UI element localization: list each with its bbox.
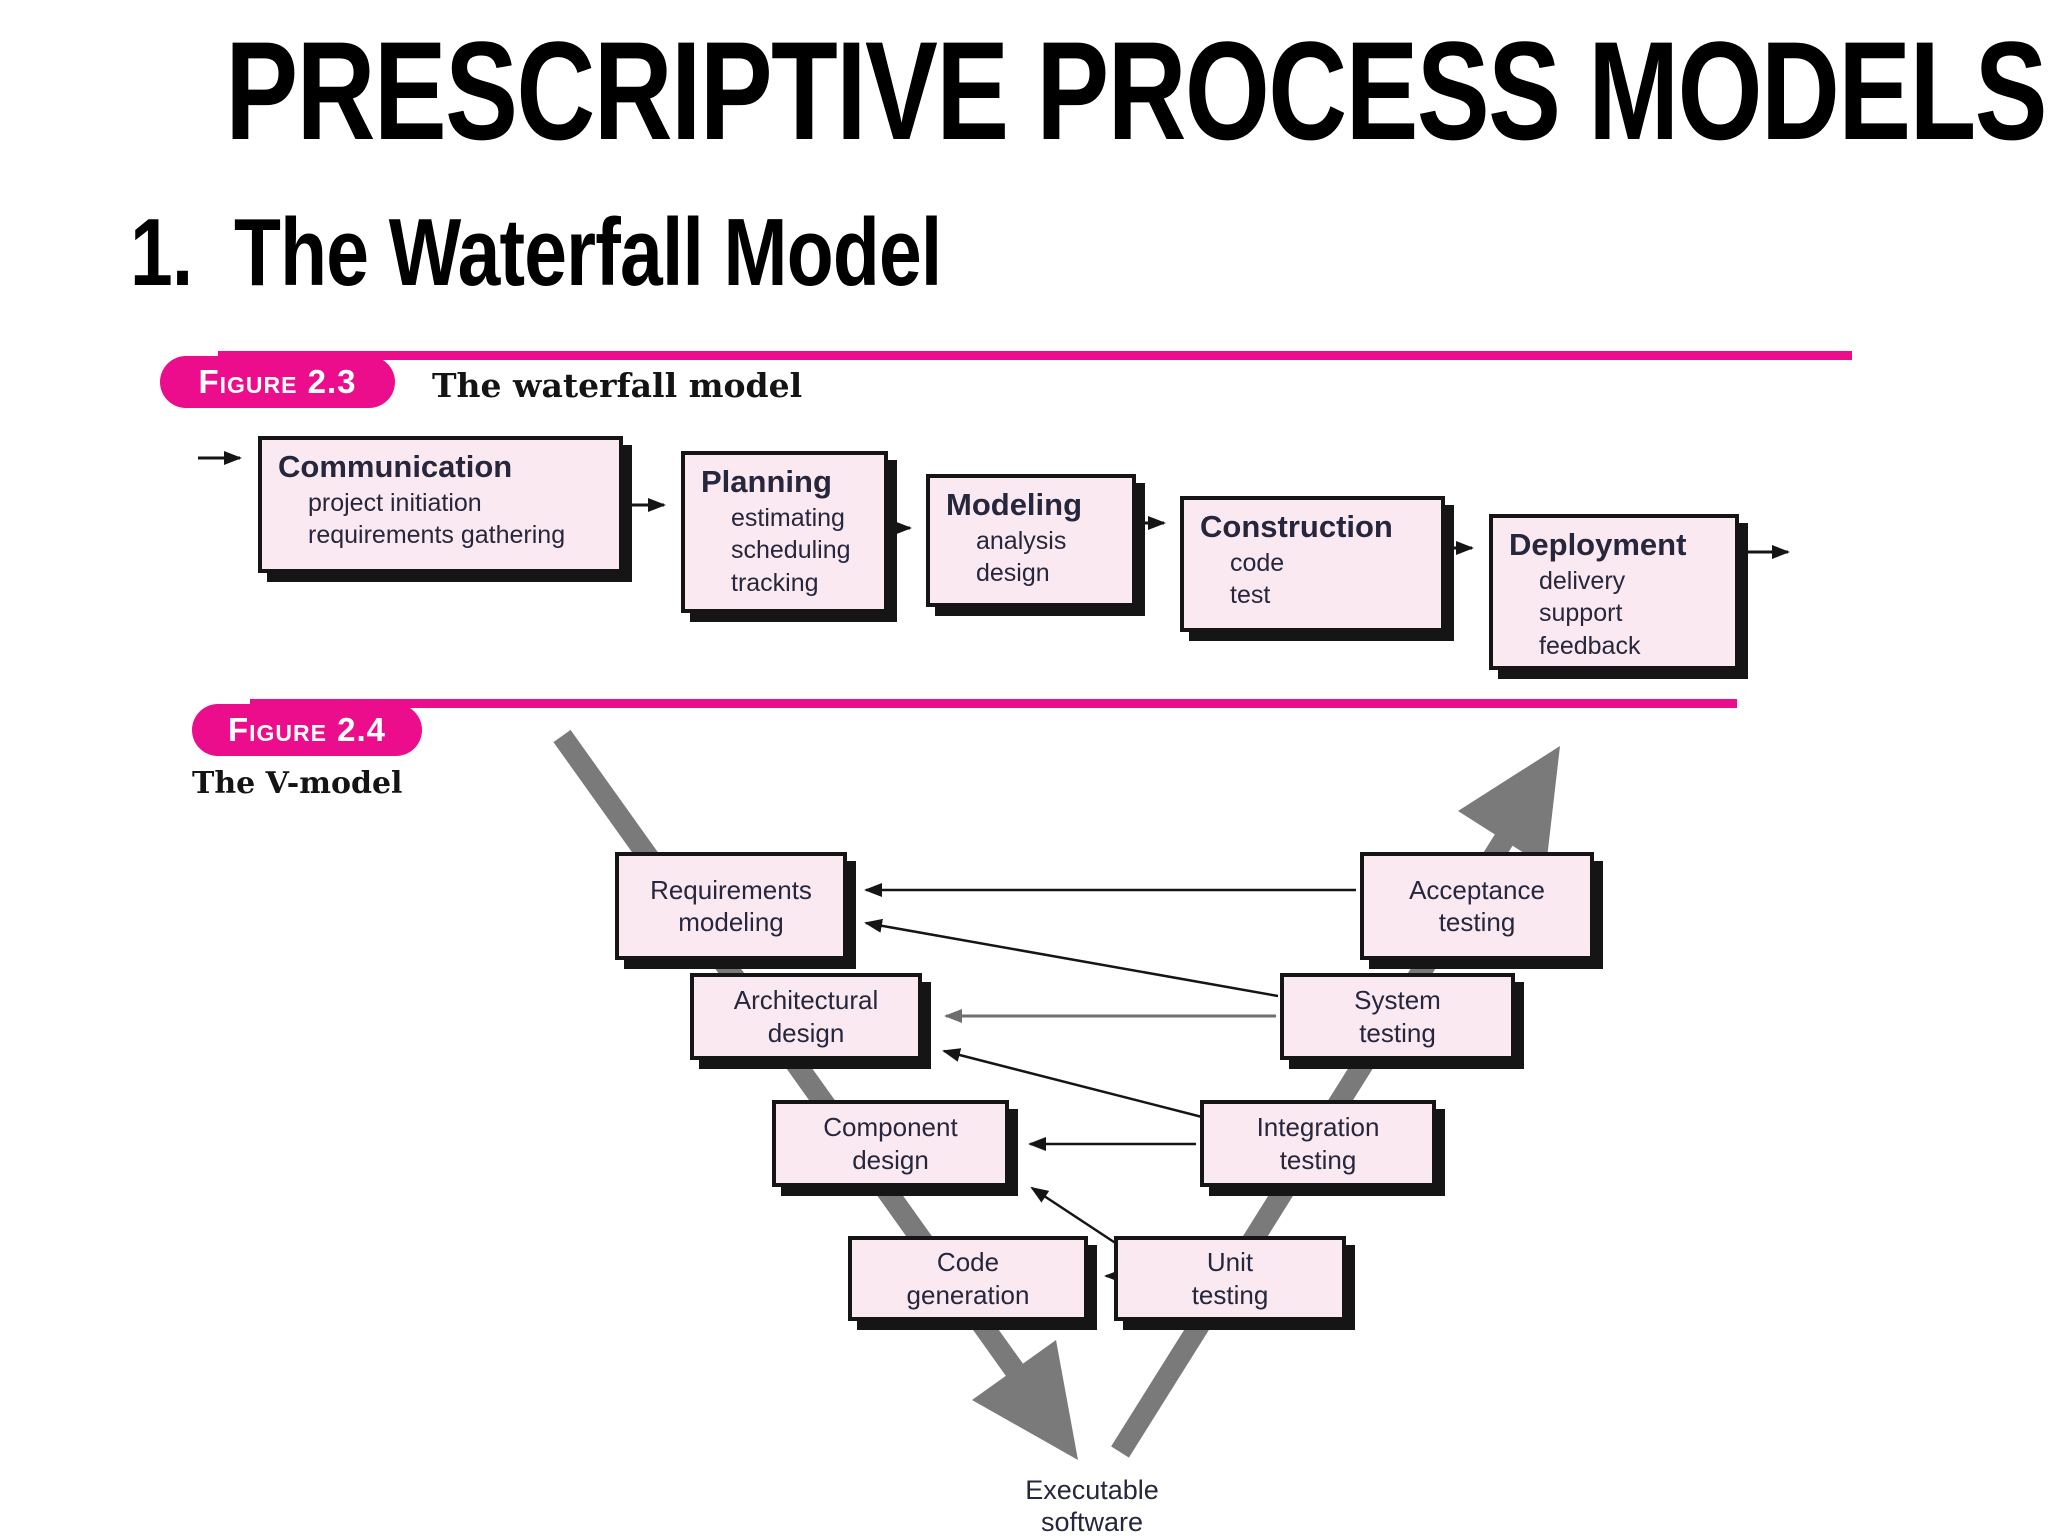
stage-item: feedback bbox=[1539, 631, 1641, 660]
vmodel-box-acceptance-testing: Acceptance testing bbox=[1360, 852, 1594, 960]
stage-item: delivery bbox=[1539, 566, 1626, 595]
executable-software-label: Executable software bbox=[952, 1474, 1232, 1536]
heading-number: 1. bbox=[130, 199, 193, 306]
vbox-line: System bbox=[1354, 985, 1441, 1015]
vbox-line: Architectural bbox=[733, 985, 879, 1015]
vbox-line: generation bbox=[906, 1279, 1030, 1310]
stage-title: Modeling bbox=[946, 487, 1083, 522]
vbox-line: Unit bbox=[1206, 1247, 1254, 1277]
vbox-line: Requirements bbox=[650, 874, 812, 905]
figure24-badge: Figure 2.4 bbox=[192, 704, 422, 756]
vbox-line: Code bbox=[936, 1247, 1000, 1277]
vmodel-box-component-design: Component design bbox=[772, 1100, 1009, 1187]
vmodel-box-architectural-design: Architectural design bbox=[690, 973, 922, 1060]
figure23-badge: Figure 2.3 bbox=[160, 356, 395, 408]
waterfall-stage-deployment: Deployment delivery support feedback bbox=[1489, 514, 1739, 670]
stage-item: design bbox=[976, 559, 1050, 588]
vmodel-box-requirements-modeling: Requirements modeling bbox=[615, 852, 847, 960]
exec-label-line: Executable bbox=[1025, 1475, 1159, 1505]
figure24-top-rule bbox=[250, 699, 1737, 708]
vbox-line: Acceptance bbox=[1409, 874, 1545, 905]
vbox-line: testing bbox=[1279, 1144, 1357, 1175]
waterfall-stage-modeling: Modeling analysis design bbox=[926, 474, 1136, 607]
page-title: PRESCRIPTIVE PROCESS MODELS bbox=[225, 12, 2047, 169]
waterfall-stage-planning: Planning estimating scheduling tracking bbox=[681, 451, 888, 613]
figure23-caption: The waterfall model bbox=[432, 366, 803, 405]
vbox-line: Integration bbox=[1256, 1112, 1380, 1142]
vbox-line: testing bbox=[1438, 907, 1516, 937]
stage-item: analysis bbox=[976, 526, 1067, 555]
stage-title: Construction bbox=[1200, 509, 1393, 544]
vbox-line: design bbox=[767, 1017, 845, 1048]
stage-item: test bbox=[1230, 581, 1271, 610]
waterfall-stage-communication: Communication project initiation require… bbox=[258, 436, 623, 573]
vmodel-box-integration-testing: Integration testing bbox=[1200, 1100, 1436, 1187]
v-left-arrow bbox=[553, 729, 1078, 1460]
stage-item: scheduling bbox=[731, 536, 851, 565]
exec-label-line: software bbox=[1040, 1507, 1144, 1536]
heading-text: The Waterfall Model bbox=[234, 199, 942, 306]
vbox-line: testing bbox=[1191, 1279, 1269, 1310]
stage-item: support bbox=[1539, 599, 1623, 628]
stage-item: code bbox=[1230, 548, 1285, 577]
figure24-caption: The V-model bbox=[192, 766, 403, 801]
figure23-top-rule bbox=[218, 351, 1852, 360]
stage-title: Communication bbox=[278, 449, 513, 484]
vmodel-box-code-generation: Code generation bbox=[848, 1236, 1088, 1321]
slide-heading: 1. The Waterfall Model bbox=[130, 198, 942, 308]
vmodel-box-system-testing: System testing bbox=[1280, 973, 1515, 1060]
stage-title: Deployment bbox=[1509, 527, 1687, 562]
vmodel-box-unit-testing: Unit testing bbox=[1114, 1236, 1346, 1321]
vbox-line: modeling bbox=[678, 907, 784, 937]
figure24-badge-label: Figure 2.4 bbox=[227, 711, 387, 748]
stage-item: project initiation bbox=[308, 488, 482, 517]
vbox-line: design bbox=[852, 1144, 929, 1175]
stage-title: Planning bbox=[701, 464, 832, 499]
arrow-system-to-requirements bbox=[864, 918, 1279, 998]
vbox-line: testing bbox=[1359, 1017, 1436, 1048]
figure23-badge-label: Figure 2.3 bbox=[198, 363, 357, 400]
stage-item: requirements gathering bbox=[308, 521, 566, 550]
stage-item: tracking bbox=[731, 568, 819, 597]
waterfall-stage-construction: Construction code test bbox=[1180, 496, 1445, 632]
vbox-line: Component bbox=[823, 1112, 958, 1142]
stage-item: estimating bbox=[731, 503, 845, 532]
